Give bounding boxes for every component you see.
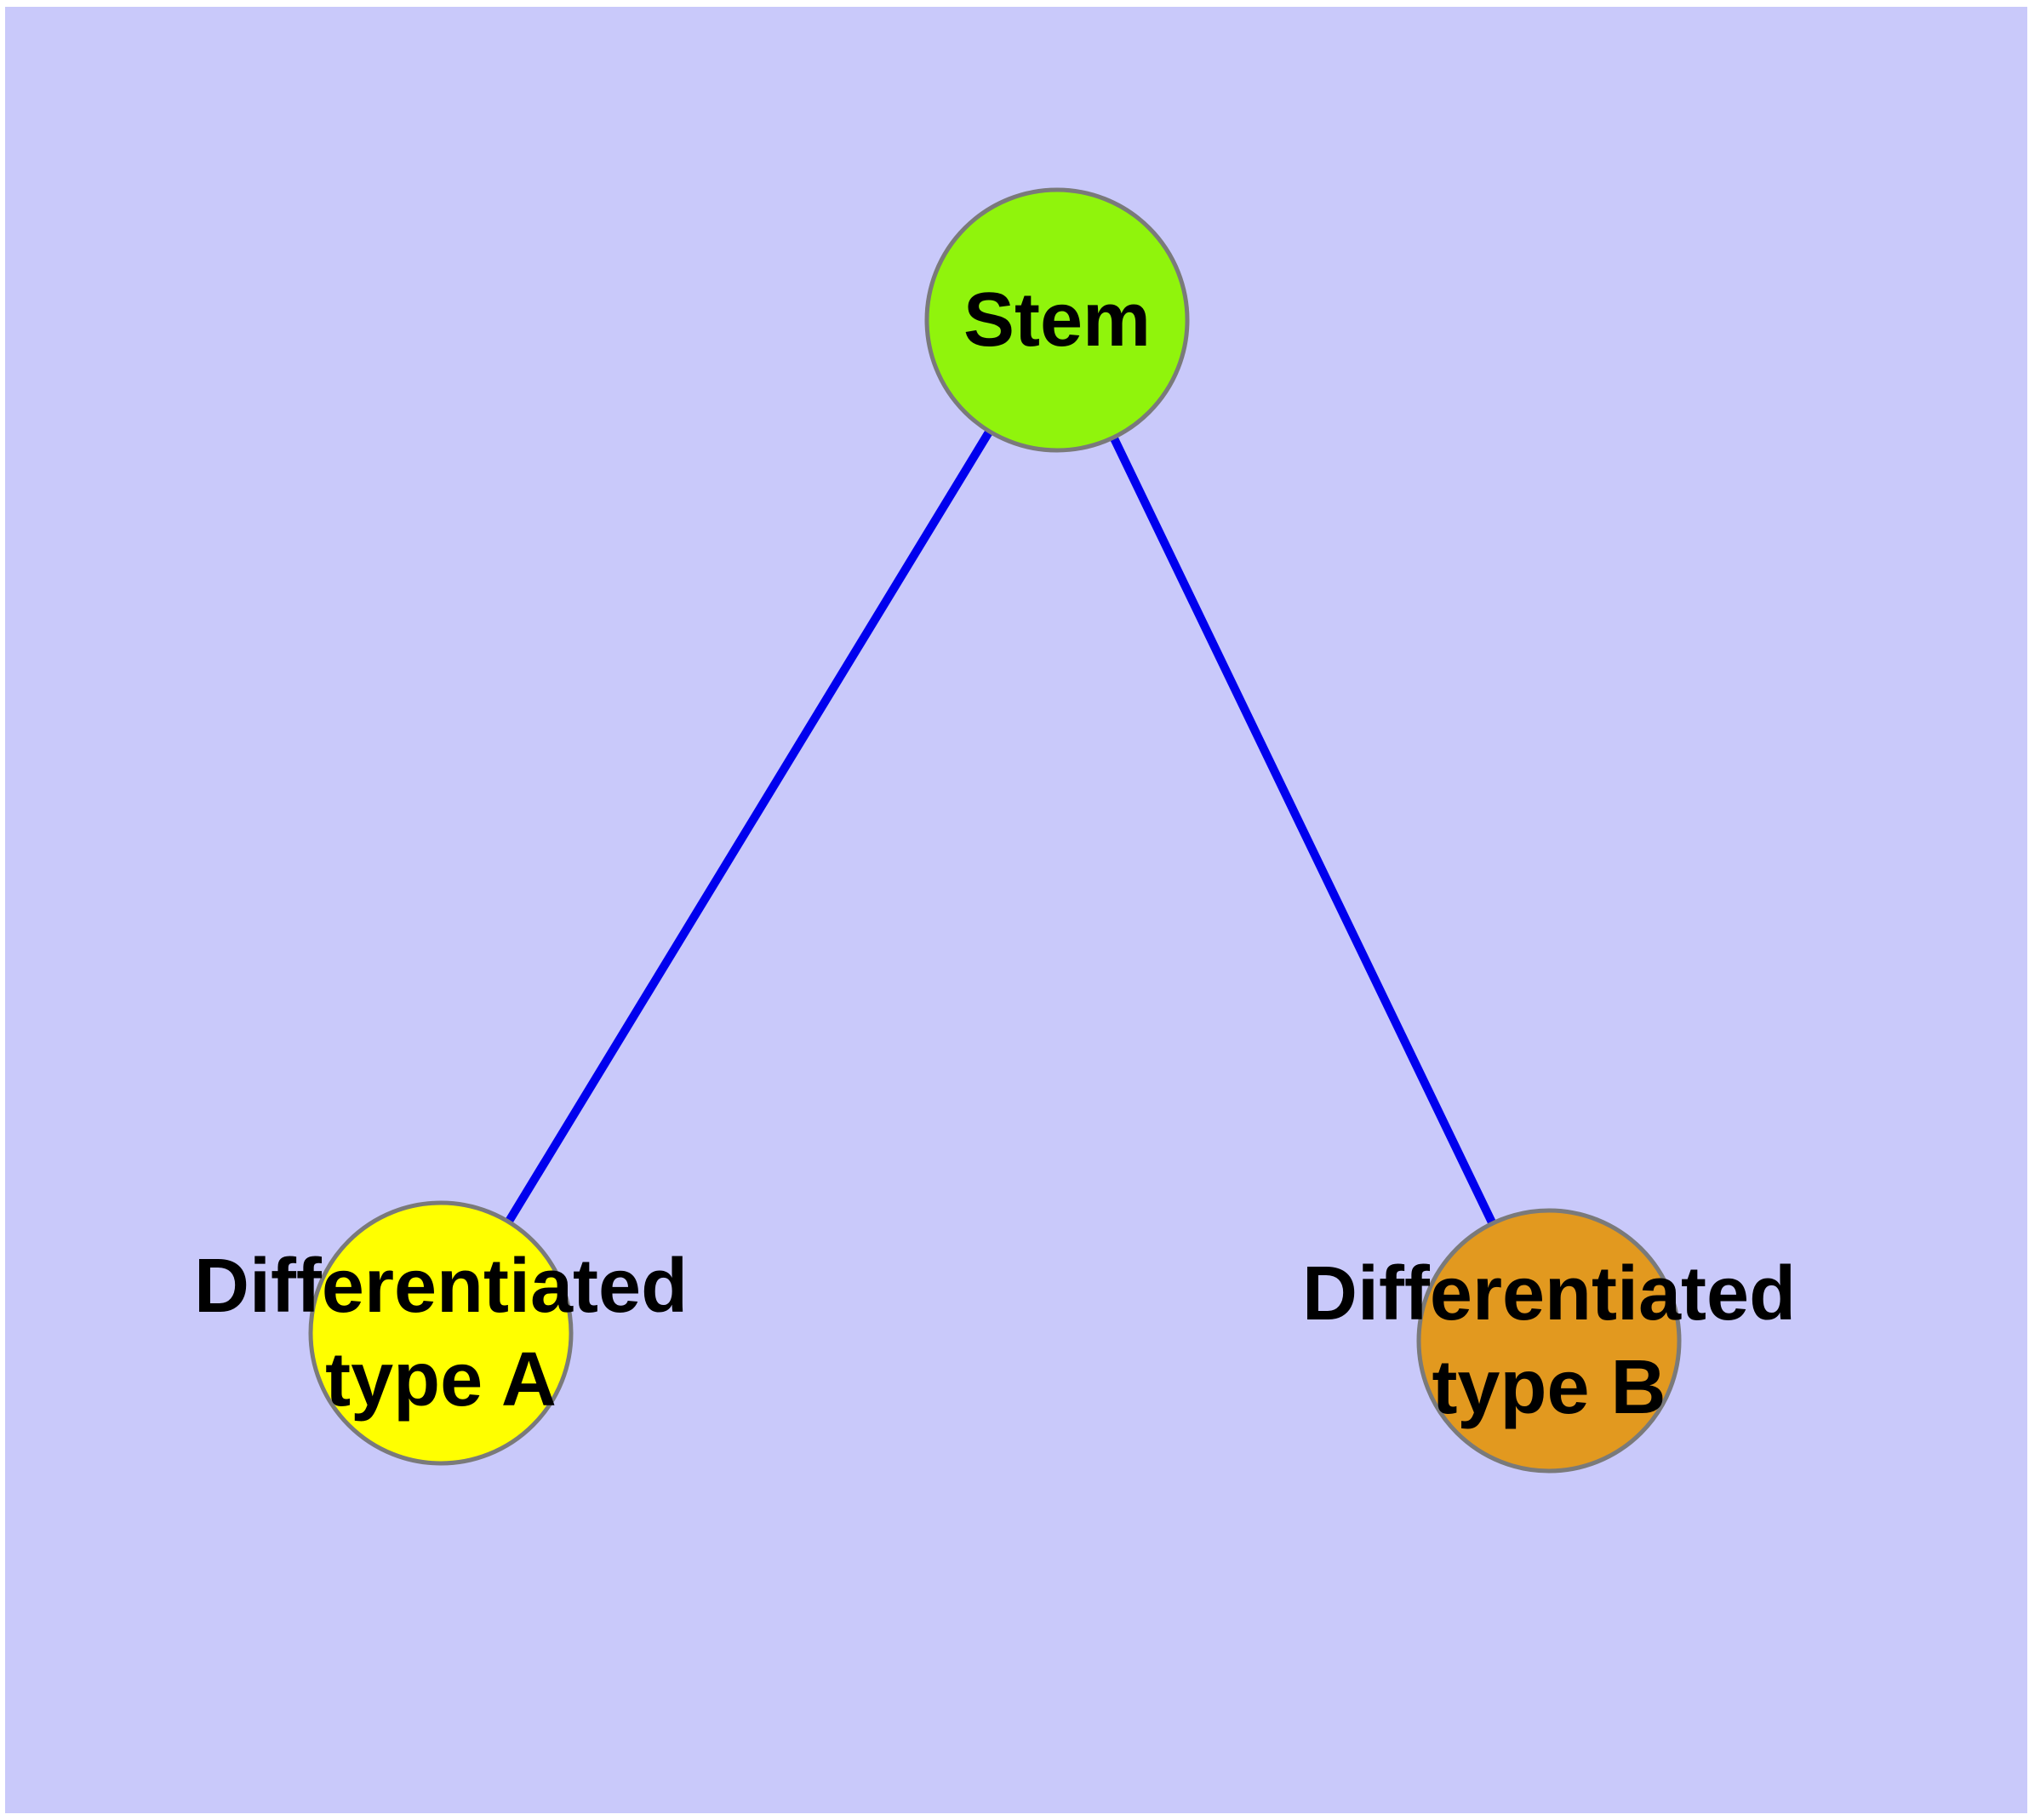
node-stem-circle bbox=[924, 187, 1190, 453]
edge-stem-to-type-a bbox=[437, 318, 1061, 1336]
edge-stem-to-type-b bbox=[1053, 318, 1553, 1343]
node-type-b-circle bbox=[1416, 1208, 1682, 1474]
node-type-a-circle bbox=[308, 1200, 574, 1466]
